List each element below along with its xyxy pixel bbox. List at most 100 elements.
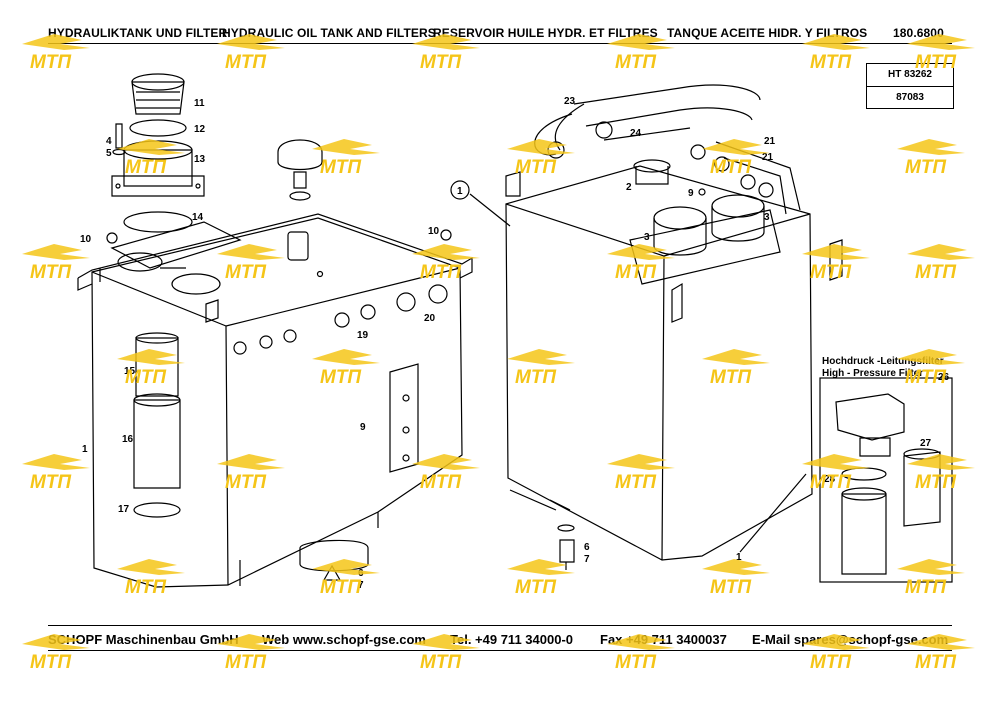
svg-text:МТП: МТП xyxy=(810,652,851,673)
svg-text:МТП: МТП xyxy=(125,157,166,178)
svg-text:МТП: МТП xyxy=(905,367,946,388)
watermark-wing-icon: МТП xyxy=(507,139,575,178)
watermark-wing-icon: МТП xyxy=(22,454,90,493)
watermark-wing-icon: МТП xyxy=(312,139,380,178)
watermark-logo: МТП xyxy=(895,555,967,599)
svg-text:МТП: МТП xyxy=(225,52,266,73)
watermark-logo: МТП xyxy=(905,240,977,284)
svg-text:МТП: МТП xyxy=(615,262,656,283)
watermark-logo: МТП xyxy=(800,630,872,674)
svg-text:МТП: МТП xyxy=(915,52,956,73)
watermark-wing-icon: МТП xyxy=(802,34,870,73)
callout-13: 13 xyxy=(194,154,206,165)
watermark-logo: МТП xyxy=(215,450,287,494)
watermark-wing-icon: МТП xyxy=(22,244,90,283)
svg-text:МТП: МТП xyxy=(710,367,751,388)
watermark-logo: МТП xyxy=(605,240,677,284)
callout-20: 20 xyxy=(424,313,436,324)
watermark-wing-icon: МТП xyxy=(217,244,285,283)
watermark-wing-icon: МТП xyxy=(897,139,965,178)
watermark-wing-icon: МТП xyxy=(607,454,675,493)
watermark-wing-icon: МТП xyxy=(117,349,185,388)
watermark-wing-icon: МТП xyxy=(802,634,870,673)
svg-text:МТП: МТП xyxy=(515,577,556,598)
watermark-logo: МТП xyxy=(20,450,92,494)
svg-text:МТП: МТП xyxy=(915,262,956,283)
callout-4: 4 xyxy=(106,136,112,147)
watermark-logo: МТП xyxy=(215,30,287,74)
footer-rule-bottom xyxy=(48,650,952,651)
svg-text:МТП: МТП xyxy=(615,652,656,673)
footer-web[interactable]: Web www.schopf-gse.com xyxy=(262,632,426,647)
watermark-wing-icon: МТП xyxy=(412,34,480,73)
title-de: HYDRAULIKTANK UND FILTER xyxy=(48,26,228,40)
reference-line-1: HT 83262 xyxy=(867,64,953,87)
callout-1c: 1 xyxy=(736,552,742,563)
watermark-logo: МТП xyxy=(20,630,92,674)
watermark-wing-icon: МТП xyxy=(117,139,185,178)
callout-26: 26 xyxy=(938,372,950,383)
callout-23: 23 xyxy=(564,96,576,107)
watermark-wing-icon: МТП xyxy=(22,34,90,73)
callout-15: 15 xyxy=(124,366,136,377)
callout-14: 14 xyxy=(192,212,204,223)
footer-rule xyxy=(48,625,952,626)
watermark-logo: МТП xyxy=(20,30,92,74)
callout-21a: 21 xyxy=(764,136,776,147)
watermark-logo: МТП xyxy=(410,240,482,284)
watermark-logo: МТП xyxy=(215,240,287,284)
watermark-logo: МТП xyxy=(905,450,977,494)
callout-28: 28 xyxy=(824,474,836,485)
reference-line-2: 87083 xyxy=(896,92,924,103)
title-fr: RESERVOIR HUILE HYDR. ET FILTRES xyxy=(433,26,658,40)
watermark-logo: МТП xyxy=(505,345,577,389)
watermark-wing-icon: МТП xyxy=(907,244,975,283)
watermark-logo: МТП xyxy=(505,555,577,599)
watermark-wing-icon: МТП xyxy=(897,559,965,598)
watermark-wing-icon: МТП xyxy=(412,244,480,283)
left-tank xyxy=(77,73,473,588)
watermark-logo: МТП xyxy=(800,30,872,74)
watermark-wing-icon: МТП xyxy=(702,349,770,388)
callout-3b: 3 xyxy=(764,212,770,223)
svg-text:МТП: МТП xyxy=(420,472,461,493)
watermark-logo: МТП xyxy=(800,450,872,494)
svg-text:МТП: МТП xyxy=(905,577,946,598)
header-rule xyxy=(48,43,952,44)
callout-7b: 7 xyxy=(584,554,590,565)
callout-9a: 9 xyxy=(360,422,366,433)
watermark-wing-icon: МТП xyxy=(907,454,975,493)
svg-text:МТП: МТП xyxy=(30,262,71,283)
svg-text:МТП: МТП xyxy=(810,52,851,73)
watermark-logo: МТП xyxy=(410,30,482,74)
watermark-logo: МТП xyxy=(115,135,187,179)
callout-9b: 9 xyxy=(688,188,694,199)
watermark-logo: МТП xyxy=(115,555,187,599)
callout-2: 2 xyxy=(626,182,632,193)
reference-box: HT 83262 87083 xyxy=(866,63,954,109)
svg-text:МТП: МТП xyxy=(810,472,851,493)
svg-text:МТП: МТП xyxy=(915,652,956,673)
watermark-wing-icon: МТП xyxy=(607,634,675,673)
svg-text:МТП: МТП xyxy=(125,577,166,598)
callout-17: 17 xyxy=(118,504,130,515)
watermark-logo: МТП xyxy=(895,345,967,389)
svg-text:МТП: МТП xyxy=(905,157,946,178)
callout-19: 19 xyxy=(357,330,369,341)
svg-text:МТП: МТП xyxy=(915,472,956,493)
svg-text:МТП: МТП xyxy=(225,262,266,283)
watermark-wing-icon: МТП xyxy=(507,559,575,598)
title-es: TANQUE ACEITE HIDR. Y FILTROS xyxy=(667,26,868,40)
watermark-logo: МТП xyxy=(20,240,92,284)
callout-12: 12 xyxy=(194,124,206,135)
watermark-wing-icon: МТП xyxy=(607,244,675,283)
footer-tel: Tel. +49 711 34000-0 xyxy=(450,632,573,647)
svg-text:МТП: МТП xyxy=(615,52,656,73)
watermark-logo: МТП xyxy=(700,135,772,179)
watermark-wing-icon: МТП xyxy=(312,349,380,388)
footer-company: SCHOPF Maschinenbau GmbH xyxy=(48,632,239,647)
watermark-wing-icon: МТП xyxy=(897,349,965,388)
watermark-logo: МТП xyxy=(310,555,382,599)
watermark-wing-icon: МТП xyxy=(22,634,90,673)
watermark-logo: МТП xyxy=(605,630,677,674)
